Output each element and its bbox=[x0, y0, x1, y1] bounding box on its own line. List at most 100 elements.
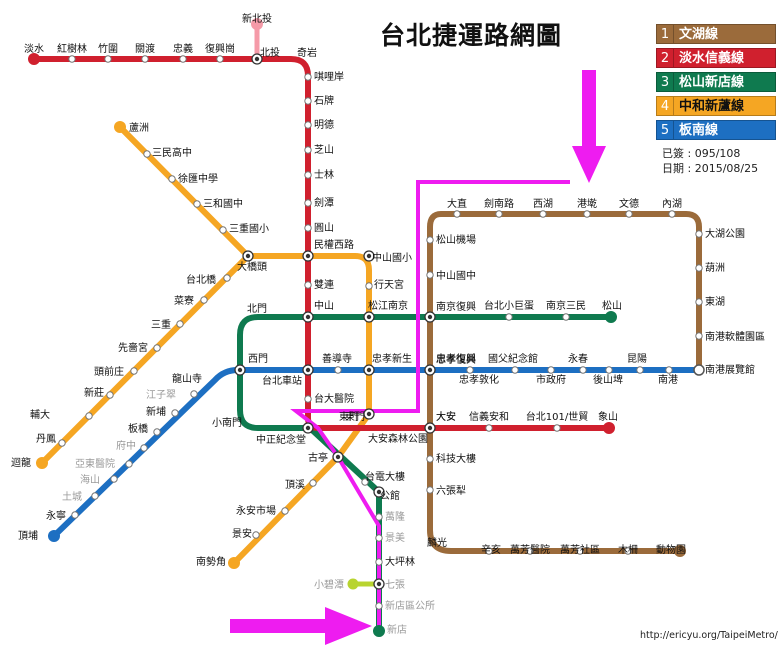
station-dot[interactable] bbox=[426, 271, 434, 279]
credit-link[interactable]: http://ericyu.org/TaipeiMetro/ bbox=[640, 630, 778, 641]
station-label[interactable]: 大橋頭 bbox=[237, 260, 267, 273]
station-dot[interactable] bbox=[68, 55, 76, 63]
station-dot[interactable] bbox=[375, 558, 383, 566]
station-label[interactable]: 先嗇宮 bbox=[118, 341, 148, 354]
station-label[interactable]: 迴龍 bbox=[11, 456, 31, 469]
station-label[interactable]: 西湖 bbox=[533, 198, 553, 210]
station-dot[interactable] bbox=[304, 224, 312, 232]
station-label[interactable]: 圓山 bbox=[314, 222, 334, 234]
station-dot[interactable] bbox=[141, 55, 149, 63]
station-dot[interactable] bbox=[71, 511, 79, 519]
station-label[interactable]: 頂埔 bbox=[18, 529, 38, 542]
station-dot[interactable] bbox=[200, 296, 208, 304]
station-label[interactable]: 新埔 bbox=[146, 405, 166, 418]
station-dot[interactable] bbox=[193, 200, 201, 208]
station-label[interactable]: 松江南京 bbox=[368, 299, 408, 312]
station-dot[interactable] bbox=[304, 171, 312, 179]
station-label[interactable]: 頂溪 bbox=[285, 479, 305, 491]
station-dot[interactable] bbox=[625, 210, 633, 218]
station-label[interactable]: 忠孝復興 bbox=[436, 353, 476, 366]
station-dot[interactable] bbox=[304, 395, 312, 403]
station-label[interactable]: 南勢角 bbox=[196, 555, 226, 568]
station-label[interactable]: 大安 bbox=[436, 410, 456, 423]
station-label[interactable]: 海山 bbox=[80, 473, 100, 486]
station-label[interactable]: 小碧潭 bbox=[314, 579, 344, 591]
station-dot[interactable] bbox=[579, 366, 587, 374]
station-dot[interactable] bbox=[426, 236, 434, 244]
station-label[interactable]: 內湖 bbox=[662, 198, 682, 210]
station-label[interactable]: 亞東醫院 bbox=[75, 457, 115, 470]
station-label[interactable]: 中山國小 bbox=[372, 251, 412, 264]
station-label[interactable]: 士林 bbox=[314, 168, 334, 181]
station-label[interactable]: 大直 bbox=[447, 197, 467, 210]
station-dot[interactable] bbox=[219, 226, 227, 234]
station-dot[interactable] bbox=[304, 97, 312, 105]
station-label[interactable]: 北門 bbox=[247, 303, 267, 315]
station-label[interactable]: 唭哩岸 bbox=[314, 70, 344, 83]
station-label[interactable]: 萬隆 bbox=[385, 510, 405, 523]
station-label[interactable]: 頭前庄 bbox=[94, 365, 124, 378]
station-dot[interactable] bbox=[140, 444, 148, 452]
station-label[interactable]: 象山 bbox=[598, 411, 618, 423]
station-dot[interactable] bbox=[375, 513, 383, 521]
station-dot[interactable] bbox=[495, 210, 503, 218]
station-label[interactable]: 新莊 bbox=[84, 386, 104, 399]
station-label[interactable]: 中正紀念堂 bbox=[256, 433, 306, 446]
station-label[interactable]: 淡水 bbox=[24, 43, 44, 55]
station-label[interactable]: 新店區公所 bbox=[385, 599, 435, 612]
station-dot[interactable] bbox=[665, 366, 673, 374]
station-label[interactable]: 三民高中 bbox=[152, 146, 192, 159]
station-label[interactable]: 石牌 bbox=[314, 94, 334, 107]
station-label[interactable]: 板橋 bbox=[128, 422, 148, 435]
station-label[interactable]: 木柵 bbox=[618, 543, 638, 556]
station-label[interactable]: 紅樹林 bbox=[57, 42, 87, 55]
station-dot[interactable] bbox=[190, 390, 198, 398]
station-label[interactable]: 台北車站 bbox=[262, 374, 302, 387]
station-label[interactable]: 景安 bbox=[232, 527, 252, 540]
station-label[interactable]: 南京復興 bbox=[436, 300, 476, 313]
station-dot[interactable] bbox=[168, 175, 176, 183]
station-label[interactable]: 芝山 bbox=[314, 143, 334, 156]
station-label[interactable]: 丹鳳 bbox=[36, 433, 56, 445]
station-label[interactable]: 江子翠 bbox=[146, 389, 176, 401]
station-label[interactable]: 東門 bbox=[339, 410, 359, 423]
station-dot[interactable] bbox=[511, 366, 519, 374]
station-label[interactable]: 復興崗 bbox=[205, 42, 235, 55]
station-label[interactable]: 南京三民 bbox=[546, 299, 586, 312]
station-label[interactable]: 台大醫院 bbox=[314, 392, 354, 405]
station-label[interactable]: 葫洲 bbox=[705, 262, 725, 274]
station-dot[interactable] bbox=[426, 455, 434, 463]
station-label[interactable]: 大坪林 bbox=[385, 555, 415, 568]
station-dot[interactable] bbox=[624, 547, 632, 555]
station-dot[interactable] bbox=[562, 313, 570, 321]
station-label[interactable]: 北投 bbox=[260, 46, 280, 59]
station-label[interactable]: 萬芳醫院 bbox=[510, 543, 550, 556]
station-label[interactable]: 東門 bbox=[345, 410, 365, 423]
station-dot[interactable] bbox=[426, 486, 434, 494]
station-dot[interactable] bbox=[171, 409, 179, 417]
station-label[interactable]: 市政府 bbox=[536, 373, 566, 386]
station-label[interactable]: 菜寮 bbox=[174, 294, 194, 307]
station-label[interactable]: 台北101/世貿 bbox=[526, 410, 588, 423]
station-dot[interactable] bbox=[375, 534, 383, 542]
station-dot[interactable] bbox=[304, 121, 312, 129]
station-label[interactable]: 麟光 bbox=[427, 536, 447, 549]
station-label[interactable]: 七張 bbox=[385, 579, 405, 591]
station-label[interactable]: 善導寺 bbox=[322, 352, 352, 365]
station-label[interactable]: 雙連 bbox=[314, 278, 334, 291]
station-dot[interactable] bbox=[110, 475, 118, 483]
station-dot[interactable] bbox=[85, 412, 93, 420]
station-label[interactable]: 萬芳社區 bbox=[560, 543, 600, 556]
station-label[interactable]: 新北投 bbox=[242, 12, 272, 25]
station-dot[interactable] bbox=[153, 344, 161, 352]
station-dot[interactable] bbox=[361, 478, 369, 486]
station-label[interactable]: 大湖公園 bbox=[705, 227, 745, 240]
station-dot[interactable] bbox=[223, 274, 231, 282]
station-label[interactable]: 關渡 bbox=[135, 42, 155, 55]
station-dot[interactable] bbox=[539, 210, 547, 218]
station-dot[interactable] bbox=[130, 367, 138, 375]
station-label[interactable]: 台北橋 bbox=[186, 273, 216, 286]
station-label[interactable]: 南港軟體園區 bbox=[705, 330, 765, 343]
station-label[interactable]: 府中 bbox=[116, 439, 136, 452]
station-label[interactable]: 南港展覽館 bbox=[705, 363, 755, 376]
